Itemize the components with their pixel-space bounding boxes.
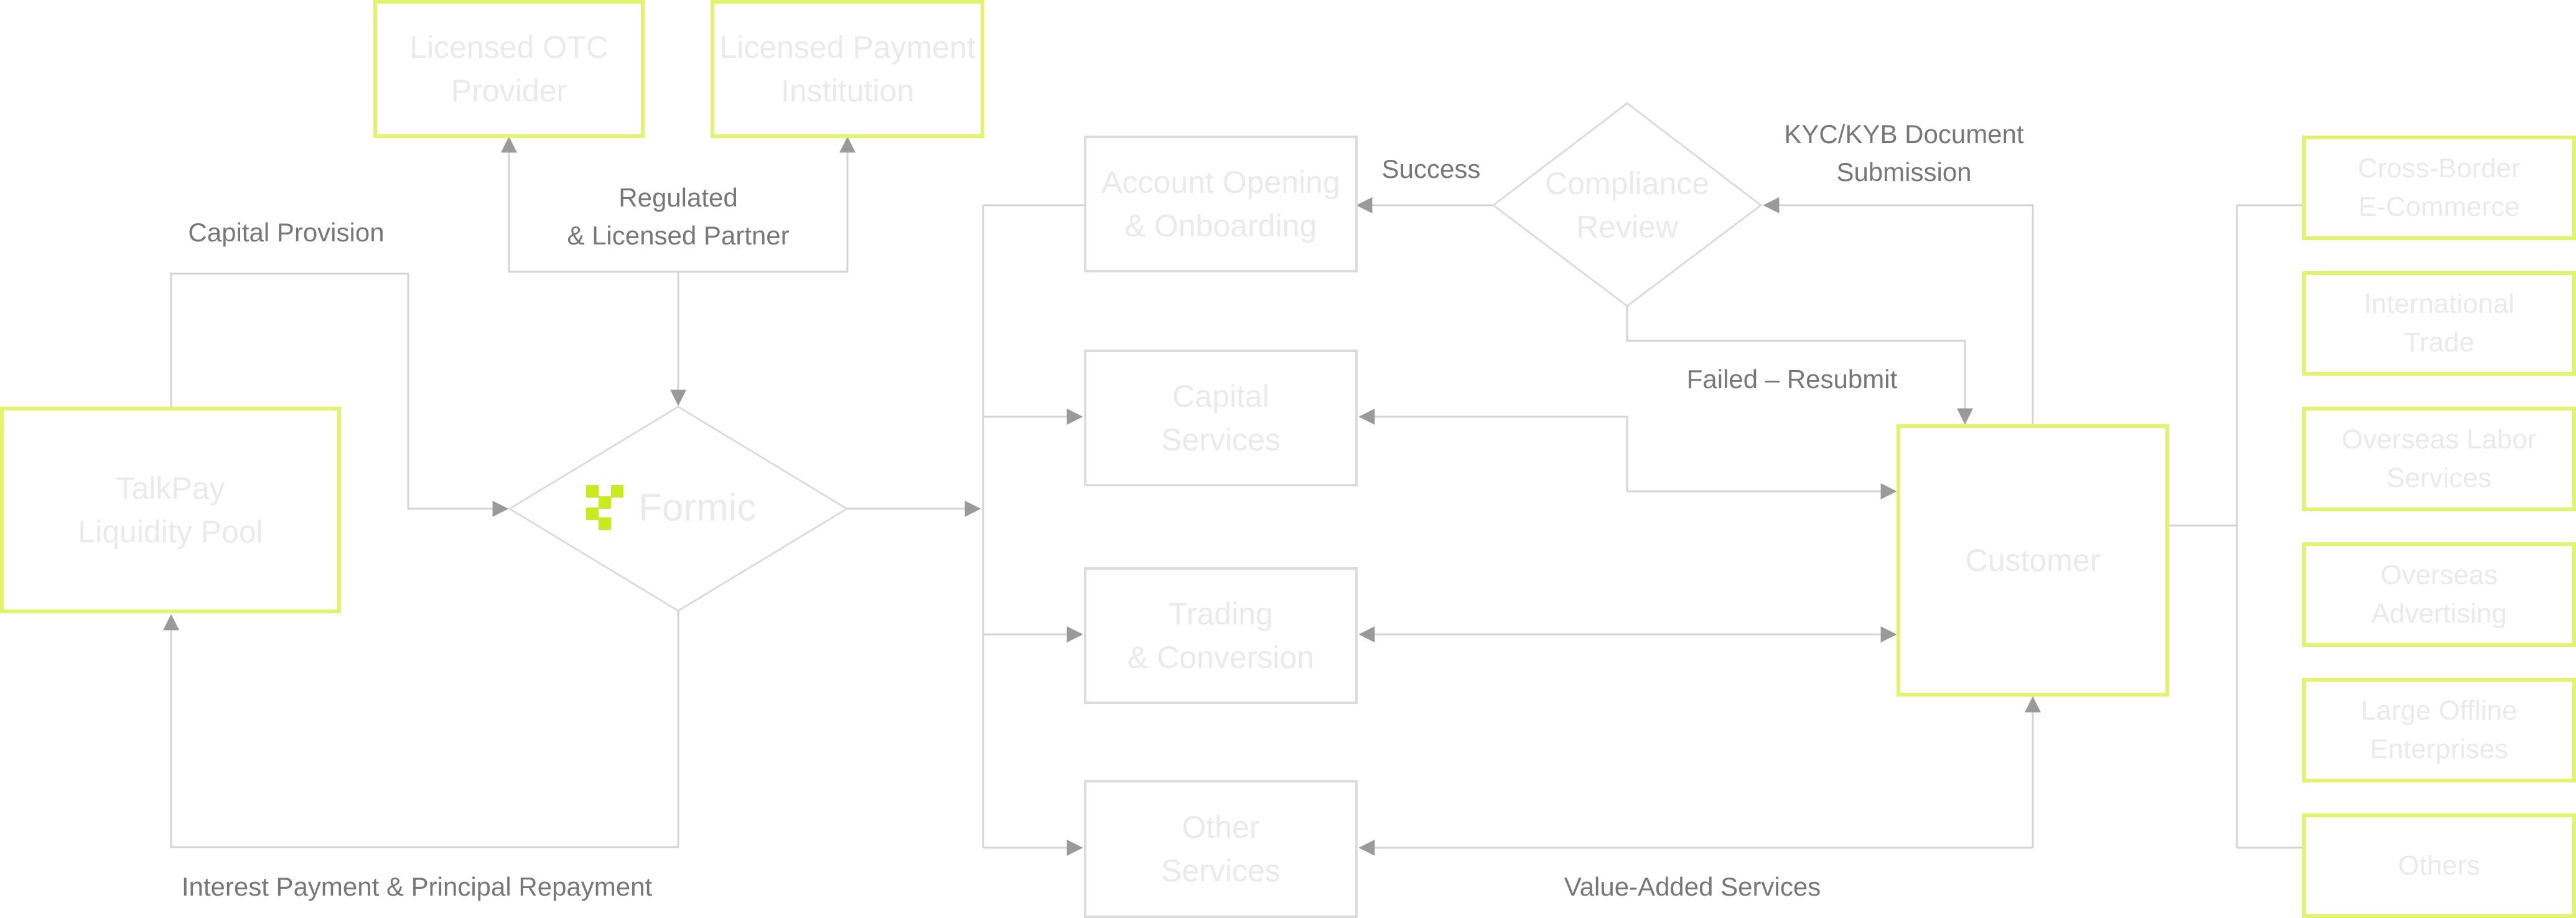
failed-resubmit-arrow — [1626, 306, 1973, 425]
other-services-node: Other Services — [1084, 780, 1358, 918]
kyc-submission-label: KYC/KYB Document Submission — [1784, 119, 2024, 187]
capital-customer-arrow — [1358, 409, 1897, 499]
account-opening-node: Account Opening & Onboarding — [1084, 136, 1358, 272]
interest-repayment-label: Interest Payment & Principal Repayment — [181, 872, 653, 901]
formic-label: Formic — [638, 486, 757, 529]
segment-international-trade: International Trade — [2302, 271, 2576, 376]
value-added-services-label: Value-Added Services — [1564, 872, 1821, 901]
failed-resubmit-label: Failed – Resubmit — [1686, 364, 1898, 394]
segment-large-offline-enterprises: Large Offline Enterprises — [2302, 678, 2576, 782]
capital-services-node: Capital Services — [1084, 350, 1358, 486]
kyc-submission-arrow — [1763, 197, 2034, 425]
regulated-partner-label: Regulated & Licensed Partner — [567, 183, 790, 250]
formic-logo-icon — [586, 485, 623, 530]
formic-logo: Formic — [586, 485, 756, 530]
segment-overseas-advertising: Overseas Advertising — [2302, 542, 2576, 647]
segment-overseas-labor-services: Overseas Labor Services — [2302, 407, 2576, 511]
capital-provision-label: Capital Provision — [188, 218, 385, 247]
interest-repayment-arrow — [163, 611, 679, 848]
licensed-otc-provider-node: Licensed OTC Provider — [373, 0, 645, 138]
segment-others: Others — [2302, 814, 2576, 918]
compliance-review-label: Compliance Review — [1544, 166, 1709, 244]
regulated-to-payment-arrow — [678, 136, 856, 273]
licensed-payment-institution-node: Licensed Payment Institution — [711, 0, 984, 138]
trading-conversion-node: Trading & Conversion — [1084, 567, 1358, 704]
capital-provision-arrow — [170, 272, 509, 517]
regulated-to-otc-arrow — [501, 136, 678, 273]
segment-cross-border-ecommerce: Cross-Border E-Commerce — [2302, 136, 2576, 240]
liquidity-pool-node: TalkPay Liquidity Pool — [0, 407, 341, 613]
customer-node: Customer — [1897, 424, 2169, 697]
success-label: Success — [1381, 154, 1481, 183]
